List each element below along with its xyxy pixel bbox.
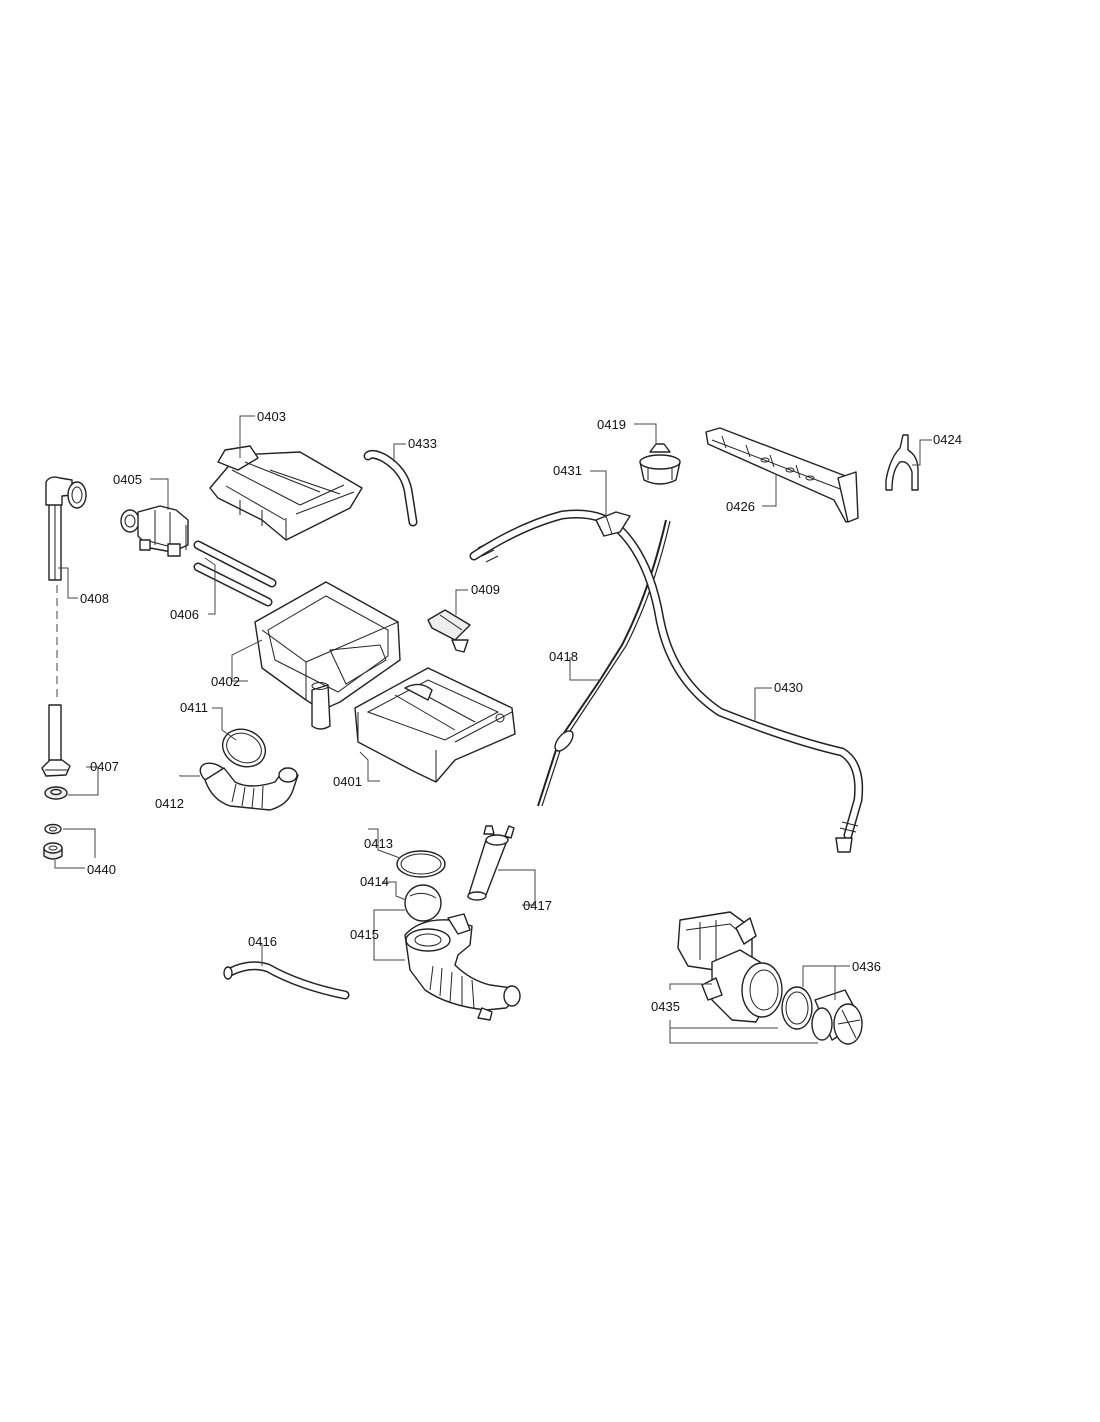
label-0430: 0430 bbox=[774, 680, 803, 695]
part-0419-cap bbox=[639, 443, 681, 485]
part-0436-seal-ring bbox=[781, 986, 813, 1030]
label-0407: 0407 bbox=[90, 759, 119, 774]
part-0401-detergent-drawer bbox=[354, 667, 516, 783]
part-0406-tubes bbox=[193, 540, 277, 607]
part-0416-hose bbox=[223, 961, 350, 1000]
label-0402: 0402 bbox=[211, 674, 240, 689]
part-0413-ring-seal bbox=[396, 850, 446, 878]
label-0419: 0419 bbox=[597, 417, 626, 432]
part-0440-seals bbox=[43, 823, 63, 860]
label-0436: 0436 bbox=[852, 959, 881, 974]
part-0424-hook bbox=[885, 434, 919, 491]
label-0424: 0424 bbox=[933, 432, 962, 447]
part-0402-dispenser-housing bbox=[254, 581, 401, 730]
part-0405-inlet-valve bbox=[120, 505, 189, 557]
label-0408: 0408 bbox=[80, 591, 109, 606]
part-0403-dispenser-lid bbox=[209, 445, 363, 541]
part-0430-drain-hose bbox=[469, 509, 864, 853]
part-0426-rail bbox=[705, 427, 859, 523]
label-0417: 0417 bbox=[523, 898, 552, 913]
part-0414-ball bbox=[404, 884, 442, 922]
label-0415: 0415 bbox=[350, 927, 379, 942]
leader-lines bbox=[54, 415, 932, 1044]
label-0416: 0416 bbox=[248, 934, 277, 949]
label-0418: 0418 bbox=[549, 649, 578, 664]
part-0433-tube bbox=[363, 449, 418, 527]
part-0409-bracket bbox=[427, 609, 471, 653]
label-0409: 0409 bbox=[471, 582, 500, 597]
part-0436-filter bbox=[811, 989, 863, 1045]
part-0431-hose-clip bbox=[595, 511, 631, 537]
part-0408-upper-pipe bbox=[45, 476, 87, 581]
label-0414: 0414 bbox=[360, 874, 389, 889]
label-0426: 0426 bbox=[726, 499, 755, 514]
label-0411: 0411 bbox=[180, 700, 208, 715]
label-0440: 0440 bbox=[87, 862, 116, 877]
part-0411-ring-seal bbox=[221, 728, 267, 768]
label-0401: 0401 bbox=[333, 774, 362, 789]
label-0413: 0413 bbox=[364, 836, 393, 851]
label-0405: 0405 bbox=[113, 472, 142, 487]
label-0406: 0406 bbox=[170, 607, 199, 622]
label-0435: 0435 bbox=[651, 999, 680, 1014]
label-0412: 0412 bbox=[155, 796, 184, 811]
part-0412-bellows-hose bbox=[199, 762, 299, 811]
part-0417-pressure-chamber bbox=[467, 825, 515, 901]
part-0407-washer bbox=[44, 786, 68, 800]
part-0415-sump-hose bbox=[404, 913, 521, 1021]
part-0408-lower-pipe bbox=[41, 704, 71, 777]
label-0431: 0431 bbox=[553, 463, 582, 478]
label-0433: 0433 bbox=[408, 436, 437, 451]
part-0435-drain-pump bbox=[677, 911, 783, 1023]
label-0403: 0403 bbox=[257, 409, 286, 424]
